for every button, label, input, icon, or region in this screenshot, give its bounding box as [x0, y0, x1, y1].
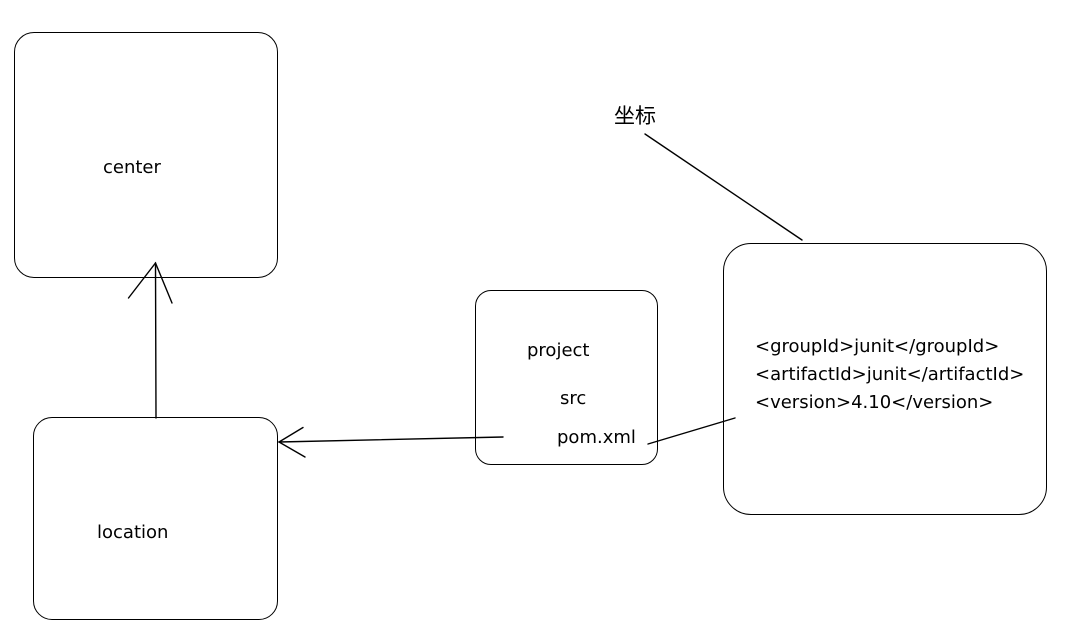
project-title-label: project [527, 340, 590, 361]
coordinates-annotation-label: 坐标 [614, 104, 656, 128]
dependency-artifactid-line: <artifactId>junit</artifactId> [755, 364, 1025, 385]
arrowhead-left-icon [277, 426, 306, 458]
connector-project-to-location-line [278, 436, 504, 443]
connector-location-to-center-line [154, 262, 157, 419]
dependency-version-line: <version>4.10</version> [755, 392, 994, 413]
connector-dependency-to-pomxml-line [647, 417, 736, 445]
project-pomxml-label: pom.xml [557, 427, 636, 448]
node-project: project src pom.xml [475, 290, 658, 465]
node-center: center [14, 32, 278, 278]
node-location: location [33, 417, 278, 620]
dependency-xml-text: <groupId>junit</groupId> <artifactId>jun… [755, 333, 1024, 417]
node-dependency: <groupId>junit</groupId> <artifactId>jun… [723, 243, 1047, 515]
node-location-label: location [97, 522, 169, 543]
project-src-label: src [560, 388, 587, 409]
dependency-groupid-line: <groupId>junit</groupId> [755, 336, 1000, 357]
node-center-label: center [103, 157, 161, 178]
connector-project-to-location [277, 426, 504, 458]
connector-location-to-center [127, 261, 173, 419]
annotation-leader-line [644, 133, 803, 241]
